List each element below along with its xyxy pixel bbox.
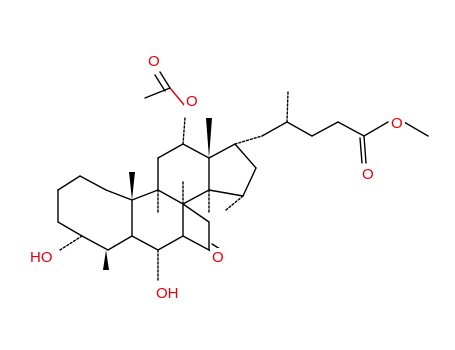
ketone-oxygen: O: [212, 249, 224, 266]
c5-h-wedge: [103, 250, 109, 270]
hydroxyl-bonds: [59, 235, 159, 283]
acetate-group: [144, 71, 186, 145]
hydroxyl-c3: HO: [30, 249, 53, 266]
ring-c: [157, 143, 210, 205]
ketone-group: [182, 203, 221, 256]
acetate-carbonyl-oxygen: O: [148, 53, 160, 70]
atom-labels: O O O O O HO OH: [28, 52, 405, 302]
c13-methyl-wedge: [206, 118, 212, 158]
ester-oxygen: O: [391, 115, 403, 132]
ring-a: [57, 175, 133, 251]
acetate-ester-oxygen: O: [186, 93, 198, 110]
ring-b: [131, 189, 184, 251]
ester-carbonyl-oxygen: O: [362, 166, 374, 183]
c10-methyl-wedge: [129, 172, 135, 200]
angular-methyls: [129, 118, 212, 200]
ring-d: [208, 143, 257, 197]
side-chain: [234, 91, 429, 164]
hydroxyl-c6: OH: [156, 285, 179, 302]
stereo-hydrogens: [103, 179, 244, 270]
